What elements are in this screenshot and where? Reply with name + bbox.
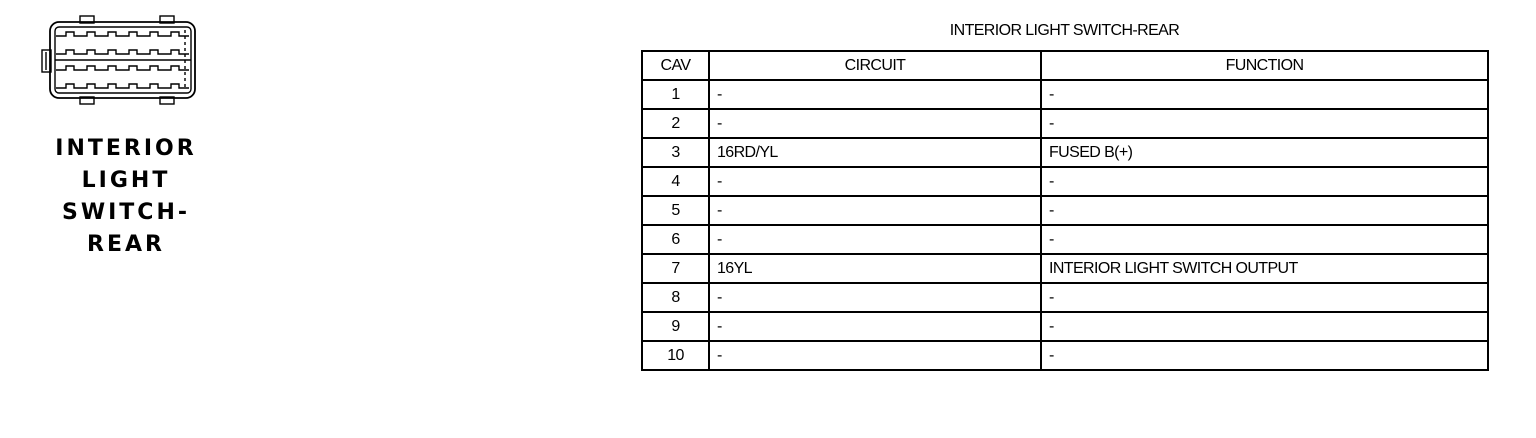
function-cell: - [1040,195,1489,226]
circuit-cell: - [708,282,1042,313]
function-cell: - [1040,166,1489,197]
connector-label-line: SWITCH- [62,200,190,225]
circuit-cell: 16YL [708,253,1042,284]
circuit-cell: - [708,340,1042,371]
cav-cell: 9 [641,311,710,342]
circuit-cell: - [708,79,1042,110]
cav-cell: 1 [641,79,710,110]
cav-cell: 4 [641,166,710,197]
connector-label-line: REAR [87,232,165,257]
table-row: 6 - - [641,224,1489,255]
connector-outline-icon [41,15,196,105]
function-cell: - [1040,282,1489,313]
function-cell: FUSED B(+) [1040,137,1489,168]
function-cell: - [1040,79,1489,110]
cav-cell: 2 [641,108,710,139]
function-cell: - [1040,340,1489,371]
cav-cell: 7 [641,253,710,284]
cav-cell: 5 [641,195,710,226]
table-row: 10 - - [641,340,1489,371]
table-row: 8 - - [641,282,1489,313]
table-row: 7 16YL INTERIOR LIGHT SWITCH OUTPUT [641,253,1489,284]
connector-label-line: LIGHT [81,168,171,193]
table-row: 1 - - [641,79,1489,110]
header-cav: CAV [641,50,710,81]
cav-cell: 8 [641,282,710,313]
function-cell: - [1040,311,1489,342]
circuit-cell: 16RD/YL [708,137,1042,168]
table-row: 9 - - [641,311,1489,342]
function-cell: - [1040,224,1489,255]
table-row: 5 - - [641,195,1489,226]
circuit-cell: - [708,108,1042,139]
circuit-cell: - [708,224,1042,255]
function-cell: - [1040,108,1489,139]
table-row: 4 - - [641,166,1489,197]
header-function: FUNCTION [1040,50,1489,81]
cav-cell: 10 [641,340,710,371]
circuit-cell: - [708,195,1042,226]
table-row: 3 16RD/YL FUSED B(+) [641,137,1489,168]
table-header-row: CAV CIRCUIT FUNCTION [641,50,1489,81]
table-row: 2 - - [641,108,1489,139]
connector-label: INTERIOR LIGHT SWITCH- REAR [40,133,212,261]
connector-label-line: INTERIOR [55,136,197,161]
function-cell: INTERIOR LIGHT SWITCH OUTPUT [1040,253,1489,284]
header-circuit: CIRCUIT [708,50,1042,81]
pinout-table: CAV CIRCUIT FUNCTION 1 - - 2 - - 3 16RD/… [641,50,1489,371]
circuit-cell: - [708,311,1042,342]
cav-cell: 3 [641,137,710,168]
cav-cell: 6 [641,224,710,255]
table-title: INTERIOR LIGHT SWITCH-REAR [949,22,1180,39]
circuit-cell: - [708,166,1042,197]
